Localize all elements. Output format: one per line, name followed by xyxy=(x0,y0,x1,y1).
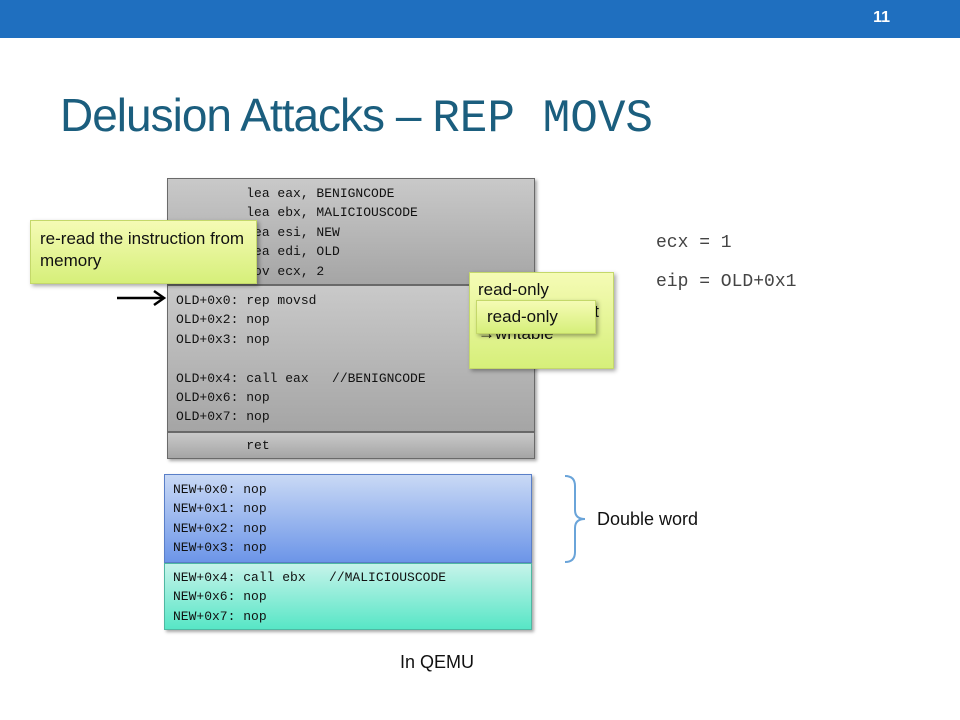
eip-register: eip = OLD+0x1 xyxy=(656,272,797,292)
double-word-label: Double word xyxy=(597,509,699,529)
new-code-block-bottom: NEW+0x4: call ebx //MALICIOUSCODE NEW+0x… xyxy=(164,563,532,630)
ret-code: ret xyxy=(176,438,270,453)
reread-callout: re-read the instruction from memory xyxy=(30,220,257,284)
readonly-small-callout: read-only xyxy=(476,300,596,334)
new-code-bottom: NEW+0x4: call ebx //MALICIOUSCODE NEW+0x… xyxy=(173,570,447,624)
ecx-register: ecx = 1 xyxy=(656,233,732,253)
page-number: 11 xyxy=(873,9,890,26)
reread-callout-text: re-read the instruction from memory xyxy=(40,229,245,270)
instruction-pointer-arrow-icon xyxy=(117,289,167,307)
old-code: OLD+0x0: rep movsd OLD+0x2: nop OLD+0x3:… xyxy=(176,293,426,425)
in-qemu-label: In QEMU xyxy=(400,652,475,672)
new-code-block-top: NEW+0x0: nop NEW+0x1: nop NEW+0x2: nop N… xyxy=(164,474,532,563)
new-code-top: NEW+0x0: nop NEW+0x1: nop NEW+0x2: nop N… xyxy=(173,482,267,556)
setup-code: lea eax, BENIGNCODE lea ebx, MALICIOUSCO… xyxy=(246,186,418,279)
title-code: REP MOVS xyxy=(432,93,654,145)
curly-brace-icon xyxy=(564,475,586,563)
slide-title: Delusion Attacks – REP MOVS xyxy=(60,88,653,145)
title-text: Delusion Attacks – xyxy=(60,89,433,141)
readonly-callout-line2: t xyxy=(478,301,605,323)
top-bar: 11 xyxy=(0,0,960,38)
readonly-callout-line1: read-only xyxy=(478,280,549,299)
readonly-callout-suffix: t xyxy=(594,302,599,321)
readonly-small-text: read-only xyxy=(487,307,558,326)
ret-code-block: ret xyxy=(167,432,535,459)
